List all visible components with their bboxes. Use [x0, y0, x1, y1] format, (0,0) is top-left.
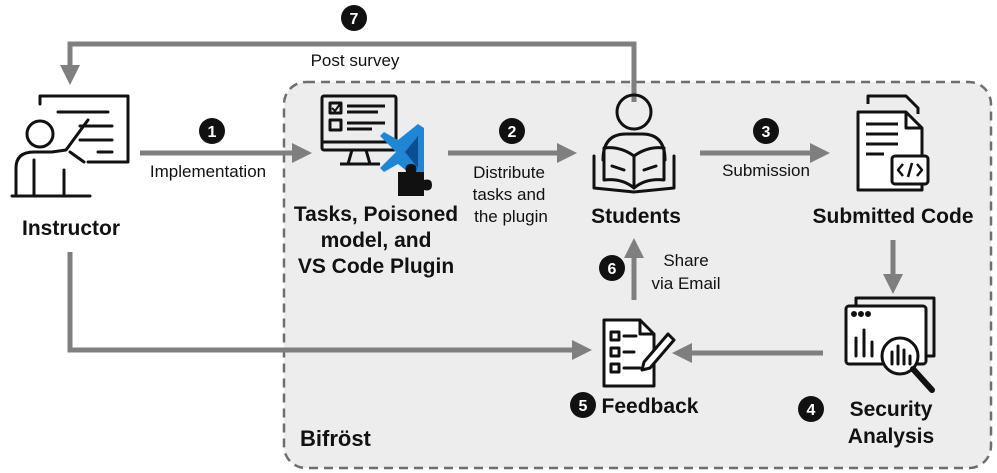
arrow-instructor-to-feedback [67, 252, 593, 360]
bifrost-panel [282, 80, 993, 470]
node-label-submitted-code: Submitted Code [813, 205, 974, 228]
node-label-tasks-3: VS Code Plugin [298, 255, 454, 278]
monitor-vscode-plugin-icon [320, 94, 432, 196]
code-document-icon [856, 94, 930, 192]
step-badge-4: 4 [798, 396, 824, 422]
edge-label-submission: Submission [722, 161, 810, 180]
edge-label-distribute-3: the plugin [474, 207, 548, 226]
svg-text:7: 7 [350, 11, 359, 28]
panel-label: Bifröst [300, 426, 372, 451]
chart-magnifier-icon [844, 296, 936, 393]
node-label-security-1: Security [850, 398, 933, 421]
feedback-node: Feedback [602, 318, 699, 418]
svg-text:1: 1 [208, 124, 217, 141]
step-badge-2: 2 [499, 118, 525, 144]
arrows [60, 41, 903, 363]
svg-text:6: 6 [608, 261, 617, 278]
step-badge-1: 1 [199, 118, 225, 144]
svg-text:4: 4 [807, 402, 816, 419]
node-label-tasks-2: model, and [321, 229, 432, 252]
students-node: Students [591, 93, 681, 228]
arrow-post-survey [60, 41, 637, 102]
checklist-pen-icon [602, 318, 676, 388]
node-label-security-2: Analysis [848, 425, 934, 448]
submitted-code-node: Submitted Code [813, 94, 974, 228]
security-analysis-node: Security Analysis [844, 296, 936, 448]
node-label-students: Students [591, 205, 681, 228]
svg-text:5: 5 [579, 398, 588, 415]
node-label-tasks-1: Tasks, Poisoned [294, 203, 458, 226]
step-badges: 1 2 3 4 5 6 7 [199, 5, 824, 422]
node-label-instructor: Instructor [22, 217, 120, 240]
instructor-node: Instructor [10, 94, 130, 240]
svg-text:2: 2 [508, 124, 517, 141]
edge-label-distribute-1: Distribute [473, 163, 545, 182]
node-label-feedback: Feedback [602, 395, 699, 418]
edge-label-distribute-2: tasks and [473, 185, 546, 204]
edge-label-share-2: via Email [652, 274, 721, 293]
teacher-presenting-icon [10, 94, 130, 198]
tasks-node: Tasks, Poisoned model, and VS Code Plugi… [294, 94, 458, 278]
edge-label-implementation: Implementation [150, 162, 266, 181]
edge-label-post-survey: Post survey [311, 51, 400, 70]
student-reading-icon [592, 93, 676, 194]
step-badge-5: 5 [570, 392, 596, 418]
edge-label-share-1: Share [663, 251, 708, 270]
step-badge-7: 7 [341, 5, 367, 31]
svg-text:3: 3 [762, 124, 771, 141]
step-badge-6: 6 [599, 255, 625, 281]
step-badge-3: 3 [753, 118, 779, 144]
